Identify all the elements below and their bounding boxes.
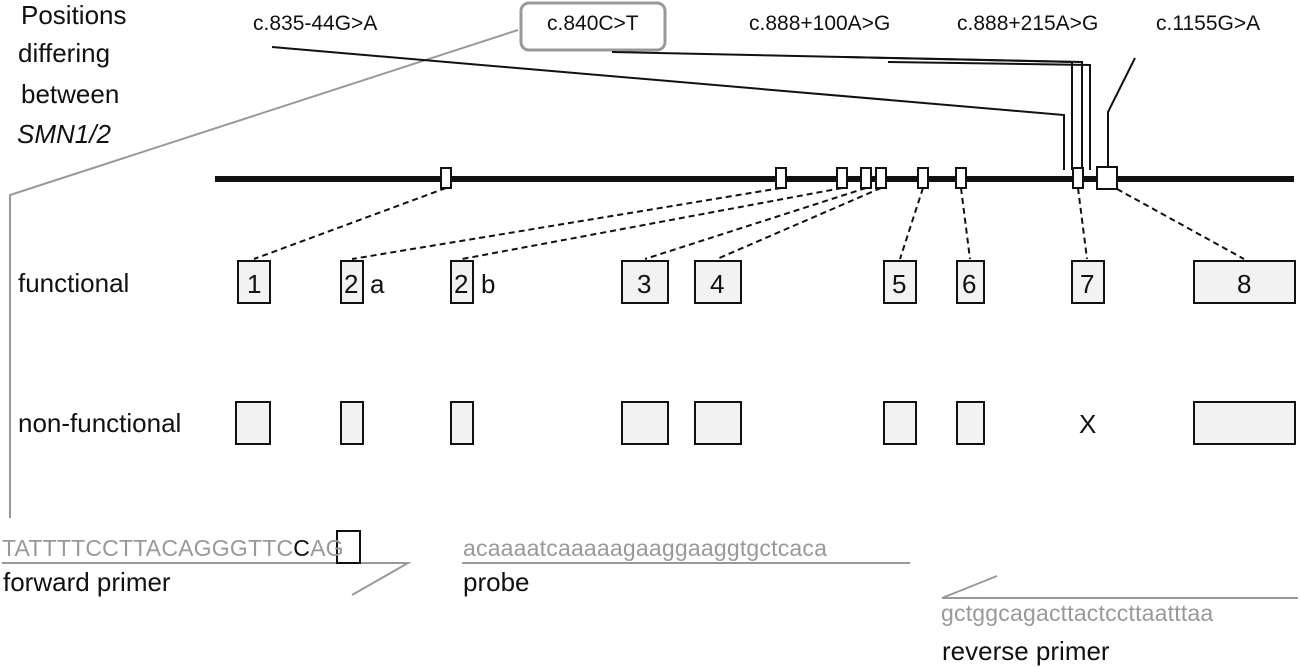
functional-exon-8-box [1193,260,1296,304]
nonfunctional-exon-1-box [235,401,271,445]
genomic-exon-3 [860,167,872,189]
functional-exon-2a-box [340,260,364,304]
genomic-exon-7 [1072,167,1084,189]
exon-number-4: 4 [710,269,725,299]
genomic-exon-8 [1096,166,1118,190]
leader-line-c840 [611,51,1073,170]
genomic-exon-6 [955,167,967,189]
leader-line-c1155 [1107,57,1136,170]
functional-exon-3-box [621,260,669,304]
row-label-functional: functional [18,268,130,298]
connector-exon-6 [960,187,971,260]
genomic-exon-5 [917,167,929,189]
functional-exon-6-box [956,260,985,304]
nonfunctional-exon-3-box [621,401,669,445]
variant-label-c835: c.835-44G>A [253,12,378,35]
exon-connectors [253,187,1245,260]
variant-label-c888-215: c.888+215A>G [957,12,1099,35]
exon-number-5: 5 [892,269,907,299]
positions-label-line-1: Positions [21,0,127,30]
functional-exon-4-box [694,260,742,304]
forward-seq-before: TATTTTCCTTACAGGGTTC [2,535,294,561]
connector-exon-5 [899,187,924,260]
leader-line-c888-215 [887,61,1091,170]
forward-primer-label: forward primer [3,567,171,597]
leader-line-c888-100 [844,56,1083,170]
reverse-primer-sequence: gctggcagacttactccttaatttaa [941,600,1214,626]
variant-label-c840: c.840C>T [547,12,639,35]
connector-exon-2b [461,187,843,260]
exon-number-7: 7 [1080,269,1095,299]
nonfunctional-exon-8-box [1193,401,1296,445]
forward-primer-sequence: TATTTTCCTTACAGGGTTCCAG [2,537,344,560]
connector-exon-2a [351,187,782,260]
connector-exon-4 [716,187,882,260]
exon-number-2a: 2 [344,269,359,299]
exon-number-1: 1 [247,269,262,299]
positions-label-line-2: differing [18,38,111,68]
connector-exon-7 [1077,187,1088,260]
nonfunctional-exon-6-box [956,401,985,445]
functional-exons [237,260,1296,304]
exon-number-6: 6 [962,269,977,299]
nonfunctional-exon-4-box [694,401,742,445]
connector-exon-3 [644,187,867,260]
genomic-exon-2a [775,167,787,189]
probe-sequence: acaaaatcaaaaagaaggaaggtgctcaca [463,535,828,561]
exon-number-8: 8 [1237,269,1252,299]
leader-line-c835 [271,46,1065,170]
variant-highlight-box [519,1,667,52]
functional-exon-2b-box [450,260,474,304]
variant-callout-line [9,29,519,518]
exon-number-2b: 2 [454,269,469,299]
functional-exon-1-box [237,260,271,304]
forward-primer-arrow [2,562,412,596]
reverse-primer-label: reverse primer [942,636,1110,666]
positions-label-line-3: between [21,79,120,109]
reverse-primer-arrow [941,575,1298,599]
exon-suffix-2a: a [370,269,385,299]
exon-number-3: 3 [637,269,652,299]
nonfunctional-exon-2b-box [450,401,474,445]
exon-suffix-2b: b [481,269,496,299]
forward-seq-variant-base: C [293,535,311,561]
missing-exon-7-mark: X [1079,409,1097,439]
variant-label-c1155: c.1155G>A [1156,12,1261,35]
connector-exon-1 [253,187,447,260]
sequence-variant-base-box [336,530,361,564]
functional-exon-7-box [1071,260,1105,304]
connector-exon-8 [1116,188,1245,260]
genomic-exon-1 [440,167,452,189]
variant-label-c888-100: c.888+100A>G [749,12,891,35]
nonfunctional-exon-5-box [883,401,917,445]
nonfunctional-exon-2a-box [340,401,364,445]
nonfunctional-exons [235,401,1296,445]
functional-exon-5-box [883,260,917,304]
probe-label: probe [463,567,530,597]
genomic-exon-4 [875,167,887,189]
positions-label-gene: SMN1/2 [17,119,111,149]
row-label-nonfunctional: non-functional [18,408,182,438]
genomic-exon-2b [836,167,848,189]
forward-seq-after: AG [310,535,344,561]
